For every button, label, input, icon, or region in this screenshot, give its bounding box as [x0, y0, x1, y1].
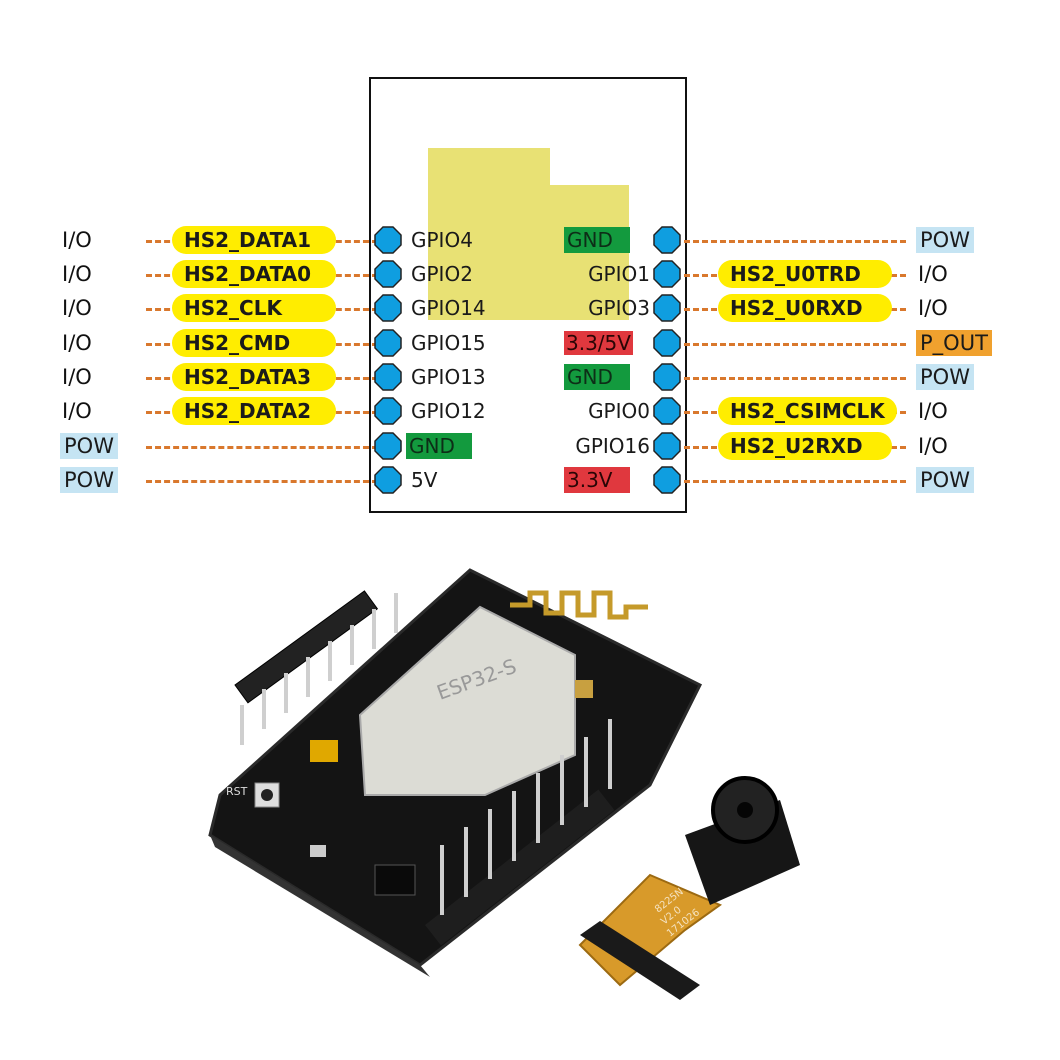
right-connector-line: [684, 480, 906, 483]
left-io-label: I/O: [62, 365, 92, 389]
right-io-pout: P_OUT: [916, 330, 992, 356]
right-io-label: I/O: [918, 296, 948, 320]
left-connector-line: [146, 446, 378, 449]
board-and-camera-photo: ESP32-S: [208, 568, 800, 1000]
right-pin-marker: [653, 329, 681, 357]
right-pin-name: GPIO16: [575, 434, 650, 458]
shield-area-highlight: [428, 148, 550, 320]
left-io-label: I/O: [62, 399, 92, 423]
left-pin-name: GPIO2: [411, 262, 473, 286]
left-function-pill: HS2_DATA2: [172, 397, 336, 425]
right-io-label: I/O: [918, 399, 948, 423]
left-pin-marker: [374, 363, 402, 391]
left-pin-name: GPIO4: [411, 228, 473, 252]
right-io-label: I/O: [918, 262, 948, 286]
right-io-pow: POW: [916, 467, 974, 493]
left-pin-marker: [374, 397, 402, 425]
left-pin-header: [234, 590, 379, 704]
right-connector-line: [684, 240, 906, 243]
right-pin-marker: [653, 466, 681, 494]
left-io-pow: POW: [60, 467, 118, 493]
regulator-chip: [374, 864, 416, 896]
right-power-tag: 3.3/5V: [564, 331, 633, 355]
left-pin-name: 5V: [411, 468, 438, 492]
right-pin-header-pins: [440, 719, 612, 915]
camera-lens: [737, 802, 753, 818]
capacitor: [310, 740, 338, 762]
right-pin-name: GPIO0: [588, 399, 650, 423]
left-io-label: I/O: [62, 228, 92, 252]
module-outline: [369, 77, 687, 513]
ipex-connector: [575, 680, 593, 698]
left-connector-line: [146, 480, 378, 483]
left-pin-name: GPIO13: [411, 365, 486, 389]
right-pin-marker: [653, 432, 681, 460]
right-pin-marker: [653, 260, 681, 288]
left-pin-marker: [374, 466, 402, 494]
right-power-tag: 3.3V: [564, 467, 630, 493]
left-io-pow: POW: [60, 433, 118, 459]
left-function-pill: HS2_CLK: [172, 294, 336, 322]
right-io-label: I/O: [918, 434, 948, 458]
right-function-pill: HS2_U0TRD: [718, 260, 892, 288]
right-pin-header: [425, 789, 615, 946]
right-pin-name: GPIO3: [588, 296, 650, 320]
right-pin-marker: [653, 363, 681, 391]
left-pin-header-pins: [240, 593, 398, 745]
left-gnd-tag: GND: [406, 433, 472, 459]
left-pin-marker: [374, 432, 402, 460]
left-function-pill: HS2_CMD: [172, 329, 336, 357]
reset-label: RST: [226, 785, 248, 798]
right-power-pin-name: 3.3/5V: [564, 329, 633, 357]
right-gnd-tag: GND: [564, 227, 630, 253]
left-pin-marker: [374, 226, 402, 254]
left-io-label: I/O: [62, 331, 92, 355]
left-function-pill: HS2_DATA3: [172, 363, 336, 391]
right-function-pill: HS2_U2RXD: [718, 432, 892, 460]
camera-connector: [580, 921, 700, 1000]
led: [310, 845, 326, 857]
reset-button: [254, 782, 280, 808]
left-function-pill: HS2_DATA1: [172, 226, 336, 254]
esp32-module-shield: [358, 605, 576, 796]
right-pin-name: GPIO1: [588, 262, 650, 286]
left-pin-marker: [374, 329, 402, 357]
right-pin-marker: [653, 294, 681, 322]
left-io-label: I/O: [62, 296, 92, 320]
right-io-pow: POW: [916, 227, 974, 253]
left-function-pill: HS2_DATA0: [172, 260, 336, 288]
antenna-trace: [510, 590, 648, 620]
right-connector-line: [684, 343, 906, 346]
right-io-pow: POW: [916, 364, 974, 390]
right-function-pill: HS2_U0RXD: [718, 294, 892, 322]
left-pin-name: GPIO14: [411, 296, 486, 320]
left-io-label: I/O: [62, 262, 92, 286]
right-gnd-tag: GND: [564, 364, 630, 390]
left-pin-marker: [374, 294, 402, 322]
left-pin-name: GPIO15: [411, 331, 486, 355]
right-function-pill: HS2_CSIMCLK: [718, 397, 897, 425]
left-pin-marker: [374, 260, 402, 288]
right-pin-marker: [653, 226, 681, 254]
camera-module: 8225N V2.0 171026: [578, 776, 800, 1000]
esp32-cam-board: ESP32-S: [208, 568, 703, 977]
right-pin-marker: [653, 397, 681, 425]
right-connector-line: [684, 377, 906, 380]
left-pin-name: GPIO12: [411, 399, 486, 423]
